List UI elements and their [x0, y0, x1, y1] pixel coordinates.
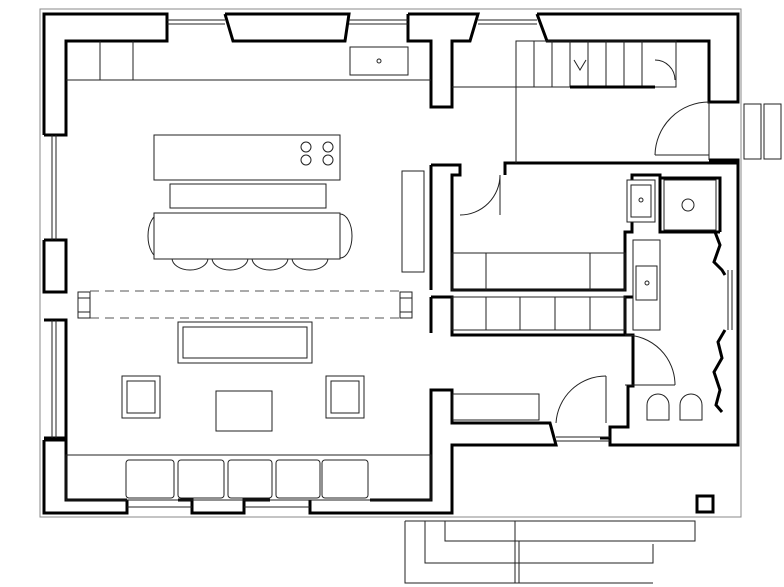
stove-burner: [300, 141, 312, 153]
seat-cushion: [125, 459, 175, 499]
wc-bench: [452, 393, 540, 421]
kitchen-counters: [66, 41, 431, 81]
armchair: [325, 375, 365, 419]
living-furniture: [121, 321, 365, 432]
kitchen-sink: [349, 46, 409, 76]
wc-room: [452, 375, 703, 424]
beam-line: [77, 290, 413, 319]
toilet: [679, 393, 703, 421]
terrace-steps: [404, 520, 696, 584]
stove-burner: [300, 154, 312, 166]
island-bench: [169, 183, 327, 209]
windows: [51, 19, 733, 508]
utility-room: [451, 174, 626, 331]
shower-drain: [681, 198, 695, 212]
dining-chair: [171, 257, 209, 271]
coffee-table: [215, 390, 273, 432]
kitchen-island: [153, 134, 341, 209]
sofa: [177, 321, 313, 364]
dining-chair: [291, 257, 329, 271]
toilet: [646, 393, 670, 421]
stone-wall-texture: [712, 231, 727, 413]
basin: [626, 179, 656, 223]
doormat: [743, 103, 762, 160]
doormat: [763, 103, 782, 160]
seat-cushion: [275, 459, 321, 499]
seat-cushion: [177, 459, 225, 499]
entrance-door: [654, 101, 782, 160]
window-seat: [65, 454, 432, 501]
stove-burner: [322, 154, 334, 166]
dining-chair: [211, 257, 249, 271]
staircase: [452, 40, 677, 163]
tall-cabinet: [401, 170, 425, 273]
armchair: [121, 375, 161, 419]
seat-cushion: [227, 459, 273, 499]
dining-set: [147, 212, 353, 271]
sink-drain: [376, 58, 382, 64]
site-boundary: [39, 8, 742, 518]
bathroom: [624, 179, 717, 386]
stove-burner: [322, 141, 334, 153]
dining-chair: [251, 257, 289, 271]
external-step: [695, 494, 715, 514]
wc-door: [555, 375, 607, 424]
seat-cushion: [321, 459, 369, 499]
shower-tray: [663, 179, 717, 231]
dining-table: [153, 212, 341, 260]
